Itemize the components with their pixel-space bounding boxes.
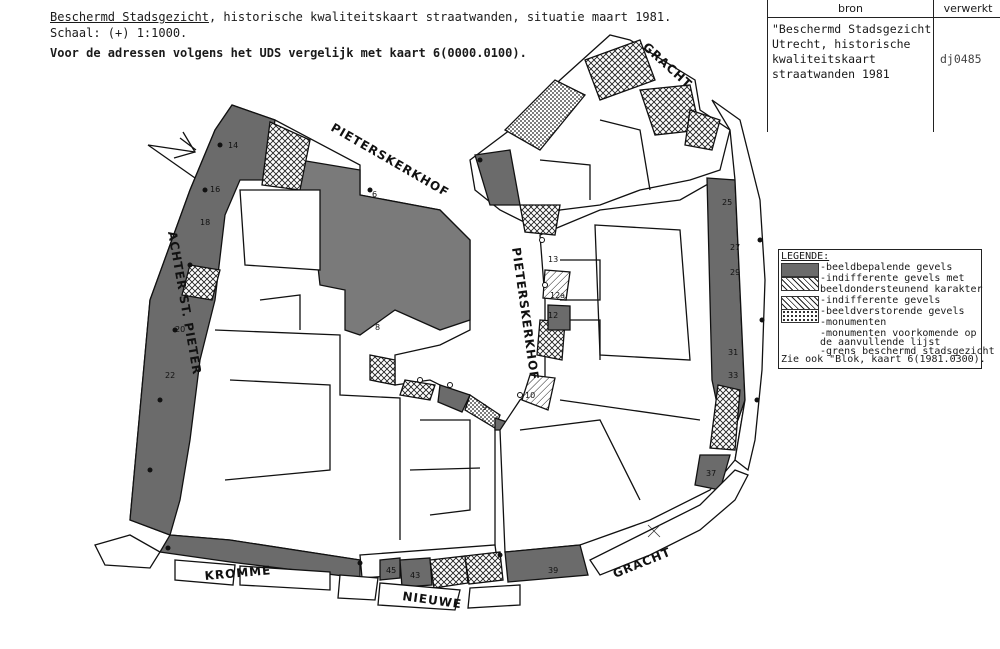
address-note: Voor de adressen volgens het UDS vergeli…: [50, 46, 527, 60]
house-number: 39: [548, 566, 558, 575]
house-number: 12a: [550, 291, 565, 300]
processed-code: dj0485: [940, 52, 982, 66]
registration-mark-icon: [647, 524, 661, 538]
legend-item: -indifferente gevels met: [820, 273, 965, 284]
legend-item: beeldondersteunend karakter: [820, 284, 983, 295]
legend-swatch-dotted: [781, 309, 819, 323]
processed-header: verwerkt: [943, 2, 993, 15]
source-header: bron: [838, 2, 863, 15]
house-number: 8: [375, 323, 380, 332]
street-label-kromme: KROMME: [204, 563, 272, 583]
legend-item: -monumenten: [820, 317, 887, 328]
legend-item: -indifferente gevels: [820, 295, 941, 306]
legend-swatch-crosshatch: [781, 296, 819, 310]
house-number: 43: [410, 571, 420, 580]
block-east: [499, 177, 746, 583]
legend: LEGENDE: -beeldbepalende gevels -indiffe…: [778, 249, 995, 369]
map-title: Beschermd Stadsgezicht, historische kwal…: [50, 10, 672, 24]
house-number: 10: [525, 391, 535, 400]
legend-title: LEGENDE:: [781, 251, 830, 262]
source-divider: [768, 17, 1000, 18]
legend-item: de aanvullende lijst: [820, 337, 941, 348]
block-northeast: [469, 34, 731, 236]
house-number: 22: [165, 371, 175, 380]
house-number: 37: [706, 469, 716, 478]
legend-note: Zie ook "Blok, kaart 6(1981.0300).: [781, 354, 986, 365]
source-box: bron verwerkt "Beschermd Stadsgezicht Ut…: [767, 0, 1000, 132]
house-number: 9: [482, 403, 487, 412]
legend-swatch-hatch: [781, 277, 819, 291]
house-number: 14: [228, 141, 238, 150]
house-number: 25: [722, 198, 732, 207]
legend-item: -grens beschermd stadsgezicht: [820, 346, 995, 357]
street-label-pieterskerkhof-mid: PIETERSKERKHOF: [509, 246, 542, 381]
house-number: 33: [728, 371, 738, 380]
outer-strips: [94, 99, 766, 611]
house-number: 6: [372, 190, 377, 199]
house-number: 16: [210, 185, 220, 194]
source-text: "Beschermd Stadsgezicht Utrecht, histori…: [772, 22, 932, 81]
legend-swatch-dark: [781, 263, 819, 277]
house-number: 13: [548, 255, 558, 264]
legend-item: -beeldbepalende gevels: [820, 262, 953, 273]
legend-item: -monumenten voorkomende op: [820, 328, 977, 339]
legend-item: -beeldverstorende gevels: [820, 306, 965, 317]
house-number: 45: [386, 566, 396, 575]
house-number: 20: [175, 325, 185, 334]
source-column-divider: [933, 0, 934, 132]
house-number: 29: [730, 268, 740, 277]
house-number: 18: [200, 218, 210, 227]
house-number: 31: [728, 348, 738, 357]
house-number: 27: [730, 243, 740, 252]
map-scale: Schaal: (+) 1:1000.: [50, 26, 188, 40]
house-number: 12: [548, 311, 558, 320]
block-west: [129, 104, 527, 589]
boundary-markers: [147, 142, 765, 566]
